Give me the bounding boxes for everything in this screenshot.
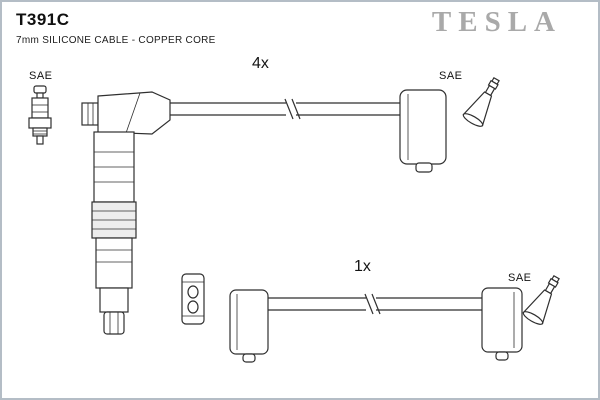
cable-assembly-4x-drawing: [81, 89, 447, 335]
straight-boot: [399, 89, 447, 165]
elbow-boot-nozzle: [103, 311, 125, 335]
elbow-boot-arm: [97, 91, 171, 135]
quantity-label-1x: 1x: [354, 258, 371, 275]
sae-label-top-left: SAE: [29, 70, 53, 82]
quantity-label-4x: 4x: [252, 55, 269, 72]
brand-logo: TESLA: [431, 6, 562, 38]
elbow-boot-tip: [81, 102, 99, 126]
cone-terminal-icon: [462, 76, 500, 127]
product-code: T391C: [16, 10, 70, 29]
boot-nub: [415, 162, 433, 173]
product-description: 7mm SILICONE CABLE - COPPER CORE: [16, 35, 216, 46]
boot-nub: [242, 353, 256, 363]
straight-boot: [481, 287, 523, 353]
spark-plug-icon: [28, 85, 52, 145]
cone-terminal-icon: [522, 274, 560, 325]
sae-label-right: SAE: [508, 272, 532, 284]
cable-assembly-1x-drawing: [181, 273, 523, 363]
boot-nub: [495, 351, 509, 361]
cable-bracket: [181, 273, 205, 325]
straight-boot: [229, 289, 269, 355]
sae-label-top-right: SAE: [439, 70, 463, 82]
